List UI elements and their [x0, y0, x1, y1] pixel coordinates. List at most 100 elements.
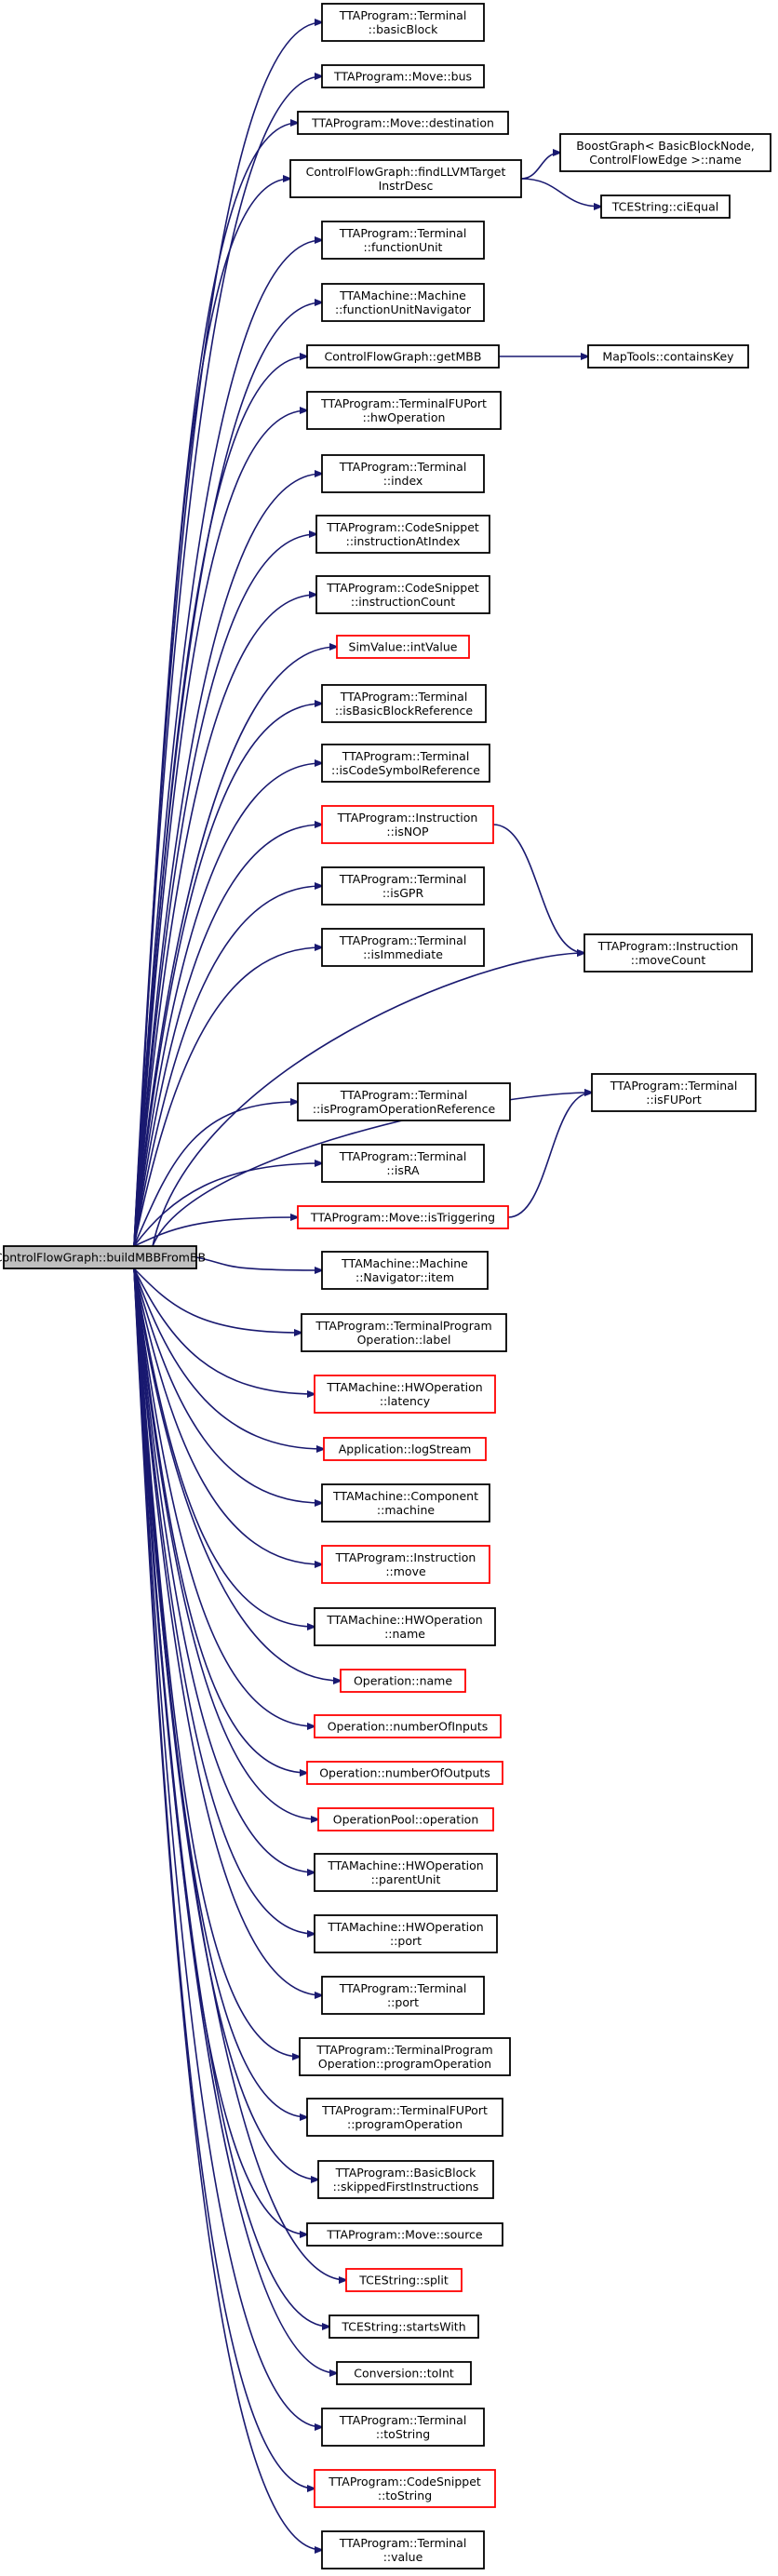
node-n38[interactable]: TCEString::split — [345, 2268, 463, 2292]
node-n22[interactable]: TTAMachine::HWOperation::latency — [314, 1375, 496, 1414]
node-box — [314, 1714, 502, 1738]
node-box — [306, 2098, 503, 2137]
node-n26[interactable]: TTAMachine::HWOperation::name — [314, 1607, 496, 1646]
node-n3[interactable]: ControlFlowGraph::findLLVMTargetInstrDes… — [289, 159, 522, 198]
node-label-line: TCEString::ciEqual — [611, 200, 719, 214]
edge-root-to-n10 — [133, 595, 316, 1247]
node-box — [321, 866, 485, 906]
node-box — [314, 1853, 498, 1892]
node-label-line: ControlFlowEdge >::name — [589, 153, 742, 167]
node-n43[interactable]: TTAProgram::Terminal::value — [321, 2530, 485, 2569]
node-n34[interactable]: TTAProgram::TerminalProgramOperation::pr… — [299, 2037, 511, 2076]
node-n6[interactable]: ControlFlowGraph::getMBB — [306, 344, 500, 369]
root-node[interactable]: ControlFlowGraph::buildMBBFromBB — [0, 1245, 206, 1269]
node-n32[interactable]: TTAMachine::HWOperation::port — [314, 1914, 498, 1953]
node-box — [321, 928, 485, 967]
node-box — [299, 2037, 511, 2076]
node-n8[interactable]: TTAProgram::Terminal::index — [321, 454, 485, 493]
node-label-line: TTAProgram::BasicBlock — [335, 2166, 476, 2180]
node-n29[interactable]: Operation::numberOfOutputs — [306, 1761, 503, 1785]
node-box — [323, 1437, 487, 1461]
node-box — [321, 1251, 489, 1290]
node-label-line: TTAProgram::Terminal — [340, 690, 468, 704]
node-n20[interactable]: TTAMachine::Machine::Navigator::item — [321, 1251, 489, 1290]
node-label-line: TTAMachine::HWOperation — [327, 1920, 483, 1934]
node-box — [306, 1761, 503, 1785]
nodes-layer: ControlFlowGraph::buildMBBFromBBTTAProgr… — [0, 3, 771, 2569]
node-n25[interactable]: TTAProgram::Instruction::move — [321, 1545, 490, 1584]
node-label-line: ::toString — [376, 2427, 430, 2441]
node-n19[interactable]: TTAProgram::Move::isTriggering — [297, 1205, 509, 1229]
edge-root-to-n34 — [133, 1268, 300, 2057]
node-n45[interactable]: TCEString::ciEqual — [600, 195, 731, 219]
node-n24[interactable]: TTAMachine::Component::machine — [321, 1483, 490, 1523]
edge-root-to-n42 — [133, 1268, 315, 2489]
edge-root-to-n16 — [133, 947, 322, 1247]
node-n10[interactable]: TTAProgram::CodeSnippet::instructionCoun… — [315, 575, 490, 614]
node-n13[interactable]: TTAProgram::Terminal::isCodeSymbolRefere… — [321, 744, 490, 783]
node-label-line: ControlFlowGraph::buildMBBFromBB — [0, 1251, 206, 1265]
node-n21[interactable]: TTAProgram::TerminalProgramOperation::la… — [301, 1313, 507, 1352]
node-label-line: ::isRA — [386, 1163, 420, 1177]
node-label-line: Operation::name — [354, 1674, 452, 1688]
node-n28[interactable]: Operation::numberOfInputs — [314, 1714, 502, 1738]
node-n2[interactable]: TTAProgram::Move::destination — [297, 111, 509, 135]
node-n0[interactable]: TTAProgram::Terminal::basicBlock — [321, 3, 485, 42]
node-box — [321, 2408, 485, 2447]
edge-root-to-n15 — [133, 886, 322, 1247]
node-n1[interactable]: TTAProgram::Move::bus — [321, 64, 485, 88]
node-n33[interactable]: TTAProgram::Terminal::port — [321, 1976, 485, 2015]
node-n17[interactable]: TTAProgram::Terminal::isProgramOperation… — [297, 1082, 511, 1121]
node-box — [340, 1669, 466, 1693]
node-n15[interactable]: TTAProgram::Terminal::isGPR — [321, 866, 485, 906]
node-label-line: ::isImmediate — [363, 947, 443, 961]
node-n31[interactable]: TTAMachine::HWOperation::parentUnit — [314, 1853, 498, 1892]
node-n42[interactable]: TTAProgram::CodeSnippet::toString — [314, 2469, 496, 2508]
node-box — [336, 2361, 472, 2385]
node-n30[interactable]: OperationPool::operation — [317, 1807, 494, 1831]
node-box — [315, 515, 490, 554]
node-n12[interactable]: TTAProgram::Terminal::isBasicBlockRefere… — [321, 684, 487, 723]
node-n14[interactable]: TTAProgram::Instruction::isNOP — [321, 805, 494, 844]
node-box — [321, 1144, 485, 1183]
node-n46[interactable]: MapTools::containsKey — [587, 344, 749, 369]
edge-root-to-n47 — [152, 953, 584, 1247]
node-n23[interactable]: Application::logStream — [323, 1437, 487, 1461]
edge-root-to-n4 — [133, 240, 322, 1247]
node-label-line: ::name — [384, 1627, 425, 1641]
node-n35[interactable]: TTAProgram::TerminalFUPort::programOpera… — [306, 2098, 503, 2137]
node-label-line: SimValue::intValue — [349, 640, 458, 654]
node-n7[interactable]: TTAProgram::TerminalFUPort::hwOperation — [306, 391, 502, 430]
node-n44[interactable]: BoostGraph< BasicBlockNode,ControlFlowEd… — [559, 133, 771, 172]
node-n9[interactable]: TTAProgram::CodeSnippet::instructionAtIn… — [315, 515, 490, 554]
node-label-line: Operation::label — [357, 1333, 451, 1347]
node-n16[interactable]: TTAProgram::Terminal::isImmediate — [321, 928, 485, 967]
node-label-line: TTAProgram::Terminal — [339, 460, 467, 474]
node-n48[interactable]: TTAProgram::Terminal::isFUPort — [591, 1073, 757, 1112]
edge-root-to-n23 — [133, 1268, 324, 1449]
node-box — [314, 1375, 496, 1414]
node-box — [321, 221, 485, 260]
node-n47[interactable]: TTAProgram::Instruction::moveCount — [584, 933, 753, 973]
node-label-line: ::index — [383, 474, 423, 488]
node-n18[interactable]: TTAProgram::Terminal::isRA — [321, 1144, 485, 1183]
node-n36[interactable]: TTAProgram::BasicBlock::skippedFirstInst… — [317, 2160, 494, 2199]
node-box — [317, 1807, 494, 1831]
node-n11[interactable]: SimValue::intValue — [336, 635, 470, 659]
node-box — [306, 2222, 503, 2247]
node-n5[interactable]: TTAMachine::Machine::functionUnitNavigat… — [321, 283, 485, 322]
node-n39[interactable]: TCEString::startsWith — [329, 2314, 479, 2339]
node-box — [315, 575, 490, 614]
node-label-line: ControlFlowGraph::findLLVMTarget — [306, 165, 506, 179]
node-n27[interactable]: Operation::name — [340, 1669, 466, 1693]
node-box — [321, 744, 490, 783]
node-n4[interactable]: TTAProgram::Terminal::functionUnit — [321, 221, 485, 260]
node-label-line: TTAProgram::Instruction — [337, 811, 478, 825]
node-n41[interactable]: TTAProgram::Terminal::toString — [321, 2408, 485, 2447]
node-n37[interactable]: TTAProgram::Move::source — [306, 2222, 503, 2247]
node-n40[interactable]: Conversion::toInt — [336, 2361, 472, 2385]
edge-root-to-n43 — [133, 1268, 322, 2550]
node-label-line: ::moveCount — [631, 953, 706, 967]
node-label-line: Application::logStream — [339, 1442, 472, 1456]
node-box — [584, 933, 753, 973]
